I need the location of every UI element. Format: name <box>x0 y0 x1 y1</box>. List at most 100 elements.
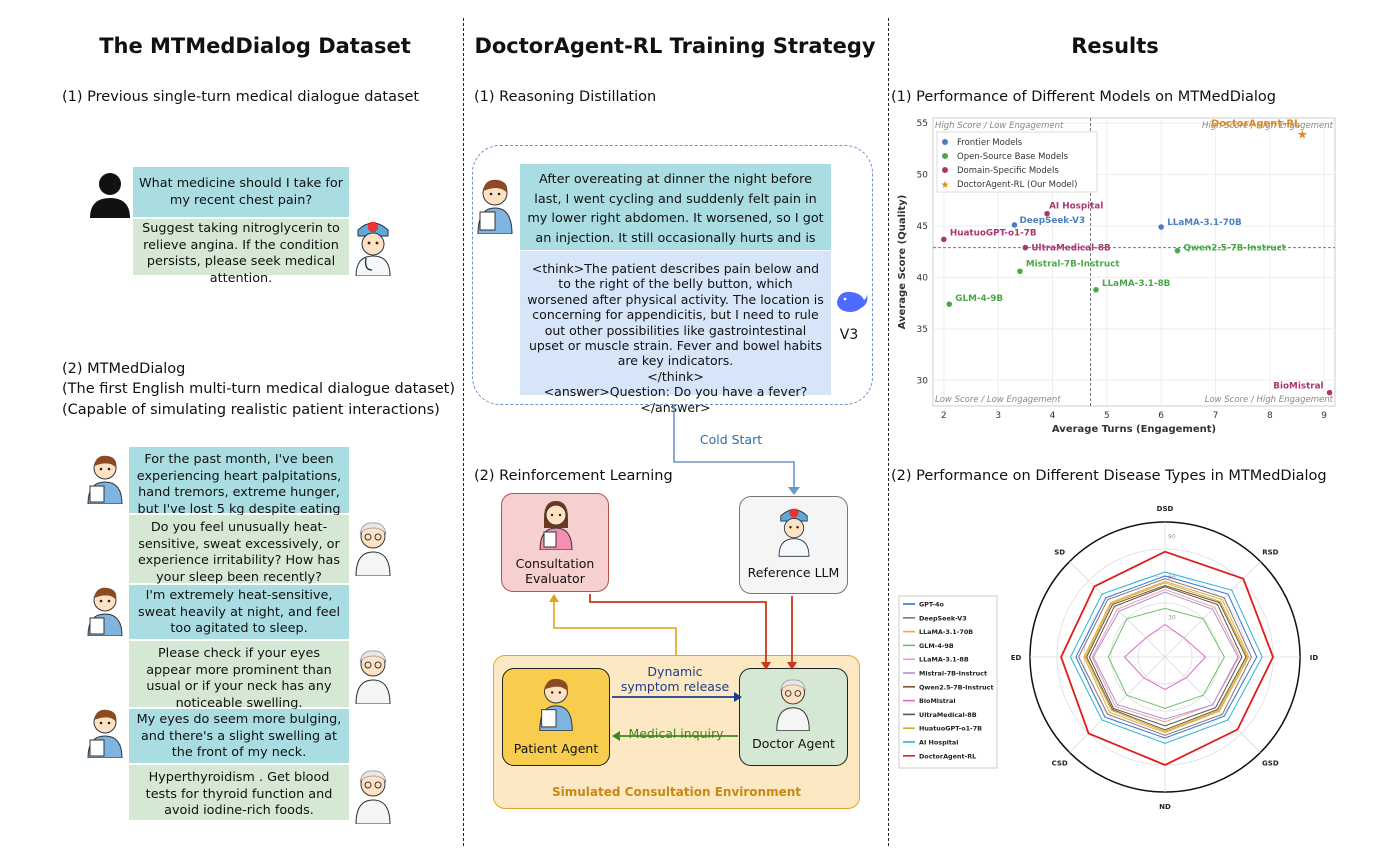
dialogue-turn-patient-1: For the past month, I've been experienci… <box>129 447 349 533</box>
scatter-point <box>1022 244 1029 251</box>
radar-series-line <box>1088 586 1243 727</box>
legend-label: Open-Source Base Models <box>957 152 1069 162</box>
doctor-agent-label: Doctor Agent <box>752 736 835 751</box>
scatter-point <box>1017 268 1023 275</box>
scatter-point-star: ★ <box>1297 127 1308 141</box>
senior-doctor-avatar-icon <box>355 650 391 704</box>
dynamic-release-label: Dynamic symptom release <box>620 664 730 694</box>
radar-axis-label: RSD <box>1262 549 1278 557</box>
answer-text: <answer>Question: Do you have a fever?</… <box>543 384 808 415</box>
quadrant-label: Low Score / Low Engagement <box>935 395 1061 405</box>
scatter-point <box>941 236 947 243</box>
legend-frame <box>936 131 1098 193</box>
y-tick-label: 35 <box>917 325 928 335</box>
point-label: LLaMA-3.1-70B <box>1167 218 1242 228</box>
legend-label: Frontier Models <box>957 138 1023 148</box>
senior-doctor-avatar-icon <box>776 679 810 731</box>
scatter-point <box>946 301 953 307</box>
radar-axis-label: CSD <box>1052 759 1068 767</box>
think-text: <think>The patient describes pain below … <box>527 261 824 369</box>
point-label: BioMistral <box>1273 382 1323 392</box>
doctor-avatar-icon <box>778 508 810 557</box>
scatter-point <box>1011 222 1018 228</box>
legend-label: Qwen2.5-7B-Instruct <box>919 683 994 691</box>
y-tick-label: 45 <box>917 222 928 232</box>
reasoning-output: <think>The patient describes pain below … <box>520 251 831 415</box>
x-tick-label: 9 <box>1321 411 1327 421</box>
scatter-point <box>1174 247 1181 254</box>
radar-series-line <box>1123 623 1207 690</box>
legend-frame <box>898 595 998 769</box>
radar-chart: 306090DSDRSDIDGSDNDCSDEDSDGPT-4oDeepSeek… <box>898 505 1318 811</box>
separator-right <box>888 18 889 846</box>
consultation-evaluator-label: Consultation Evaluator <box>515 556 595 586</box>
scatter-point <box>1158 224 1164 230</box>
radar-axis-label: ED <box>1011 654 1022 662</box>
point-label: DoctorAgent-RL <box>1211 118 1301 129</box>
environment-label: Simulated Consultation Environment <box>552 785 801 799</box>
results-section1-heading: (1) Performance of Different Models on M… <box>891 89 1276 105</box>
radar-axis-label: GSD <box>1262 759 1279 767</box>
patient-avatar-icon <box>539 678 573 731</box>
x-tick-label: 3 <box>995 411 1001 421</box>
legend-label: Mistral-7B-Instruct <box>919 670 987 678</box>
deepseek-whale-icon <box>837 291 868 312</box>
radar-axis-label: DSD <box>1157 505 1174 513</box>
single-turn-question: What medicine should I take for my recen… <box>133 167 349 217</box>
radar-series-line <box>1069 571 1263 744</box>
rl-flow-arrows <box>549 594 797 741</box>
x-tick-label: 5 <box>1104 411 1110 421</box>
dialogue-turn-doctor-1: Do you feel unusually heat-sensitive, sw… <box>129 515 349 585</box>
quadrant-label: Low Score / High Engagement <box>1205 395 1334 405</box>
radar-series-line <box>1084 582 1248 732</box>
point-label: Mistral-7B-Instruct <box>1026 259 1120 269</box>
y-tick-label: 55 <box>917 119 928 129</box>
separator-left <box>463 18 464 846</box>
radar-axis-label: SD <box>1054 549 1065 557</box>
legend-marker <box>942 167 948 173</box>
legend-marker <box>942 153 948 159</box>
patient-avatar-icon <box>87 587 123 636</box>
legend-label: HuatuoGPT-o1-7B <box>919 725 982 733</box>
x-axis-label: Average Turns (Engagement) <box>1052 424 1216 434</box>
dialogue-turn-patient-3: My eyes do seem more bulging, and there'… <box>129 709 349 763</box>
cold-start-arrow <box>673 404 800 495</box>
legend-label: DoctorAgent-RL <box>919 752 976 760</box>
legend-marker-star: ★ <box>941 180 950 191</box>
legend-label: BioMistral <box>919 697 956 705</box>
strategy-section2-heading: (2) Reinforcement Learning <box>474 468 673 484</box>
point-label: LLaMA-3.1-8B <box>1102 279 1171 289</box>
legend-label: GLM-4-9B <box>919 642 954 650</box>
x-tick-label: 8 <box>1267 411 1273 421</box>
patient-avatar-icon <box>477 179 513 234</box>
patient-description: After overeating at dinner the night bef… <box>520 164 831 265</box>
legend-label: DoctorAgent-RL (Our Model) <box>957 180 1077 190</box>
radar-series-line <box>1078 578 1252 736</box>
radar-axis-label: ND <box>1159 803 1171 811</box>
legend-label: LLaMA-3.1-70B <box>919 628 973 636</box>
y-axis-label: Average Score (Quality) <box>897 195 908 330</box>
strategy-section1-heading: (1) Reasoning Distillation <box>474 89 657 105</box>
results-column-title: Results <box>1071 34 1159 58</box>
senior-doctor-avatar-icon <box>355 770 391 824</box>
dialogue-turn-patient-2: I'm extremely heat-sensitive, sweat heav… <box>129 585 349 639</box>
reference-llm-label: Reference LLM <box>747 565 840 580</box>
legend-label: LLaMA-3.1-8B <box>919 656 969 664</box>
radar-series-line <box>1091 588 1240 723</box>
point-label: UltraMedical-8B <box>1031 244 1111 254</box>
dialogue-turn-doctor-3: Hyperthyroidism . Get blood tests for th… <box>129 765 349 820</box>
y-tick-label: 50 <box>917 171 929 181</box>
evaluator-avatar-icon <box>539 501 573 550</box>
user-silhouette-icon <box>90 173 130 218</box>
doctor-avatar-icon <box>355 222 391 276</box>
medical-inquiry-label: Medical inquiry <box>628 726 724 741</box>
y-tick-label: 40 <box>917 273 929 283</box>
dataset-section2-line1: (2) MTMedDialog <box>62 361 186 377</box>
legend-label: GPT-4o <box>919 601 944 609</box>
dataset-section2-line3: (Capable of simulating realistic patient… <box>62 402 440 418</box>
point-label: AI Hospital <box>1049 202 1103 212</box>
legend-label: DeepSeek-V3 <box>919 614 967 622</box>
radar-series-line <box>1075 575 1258 739</box>
